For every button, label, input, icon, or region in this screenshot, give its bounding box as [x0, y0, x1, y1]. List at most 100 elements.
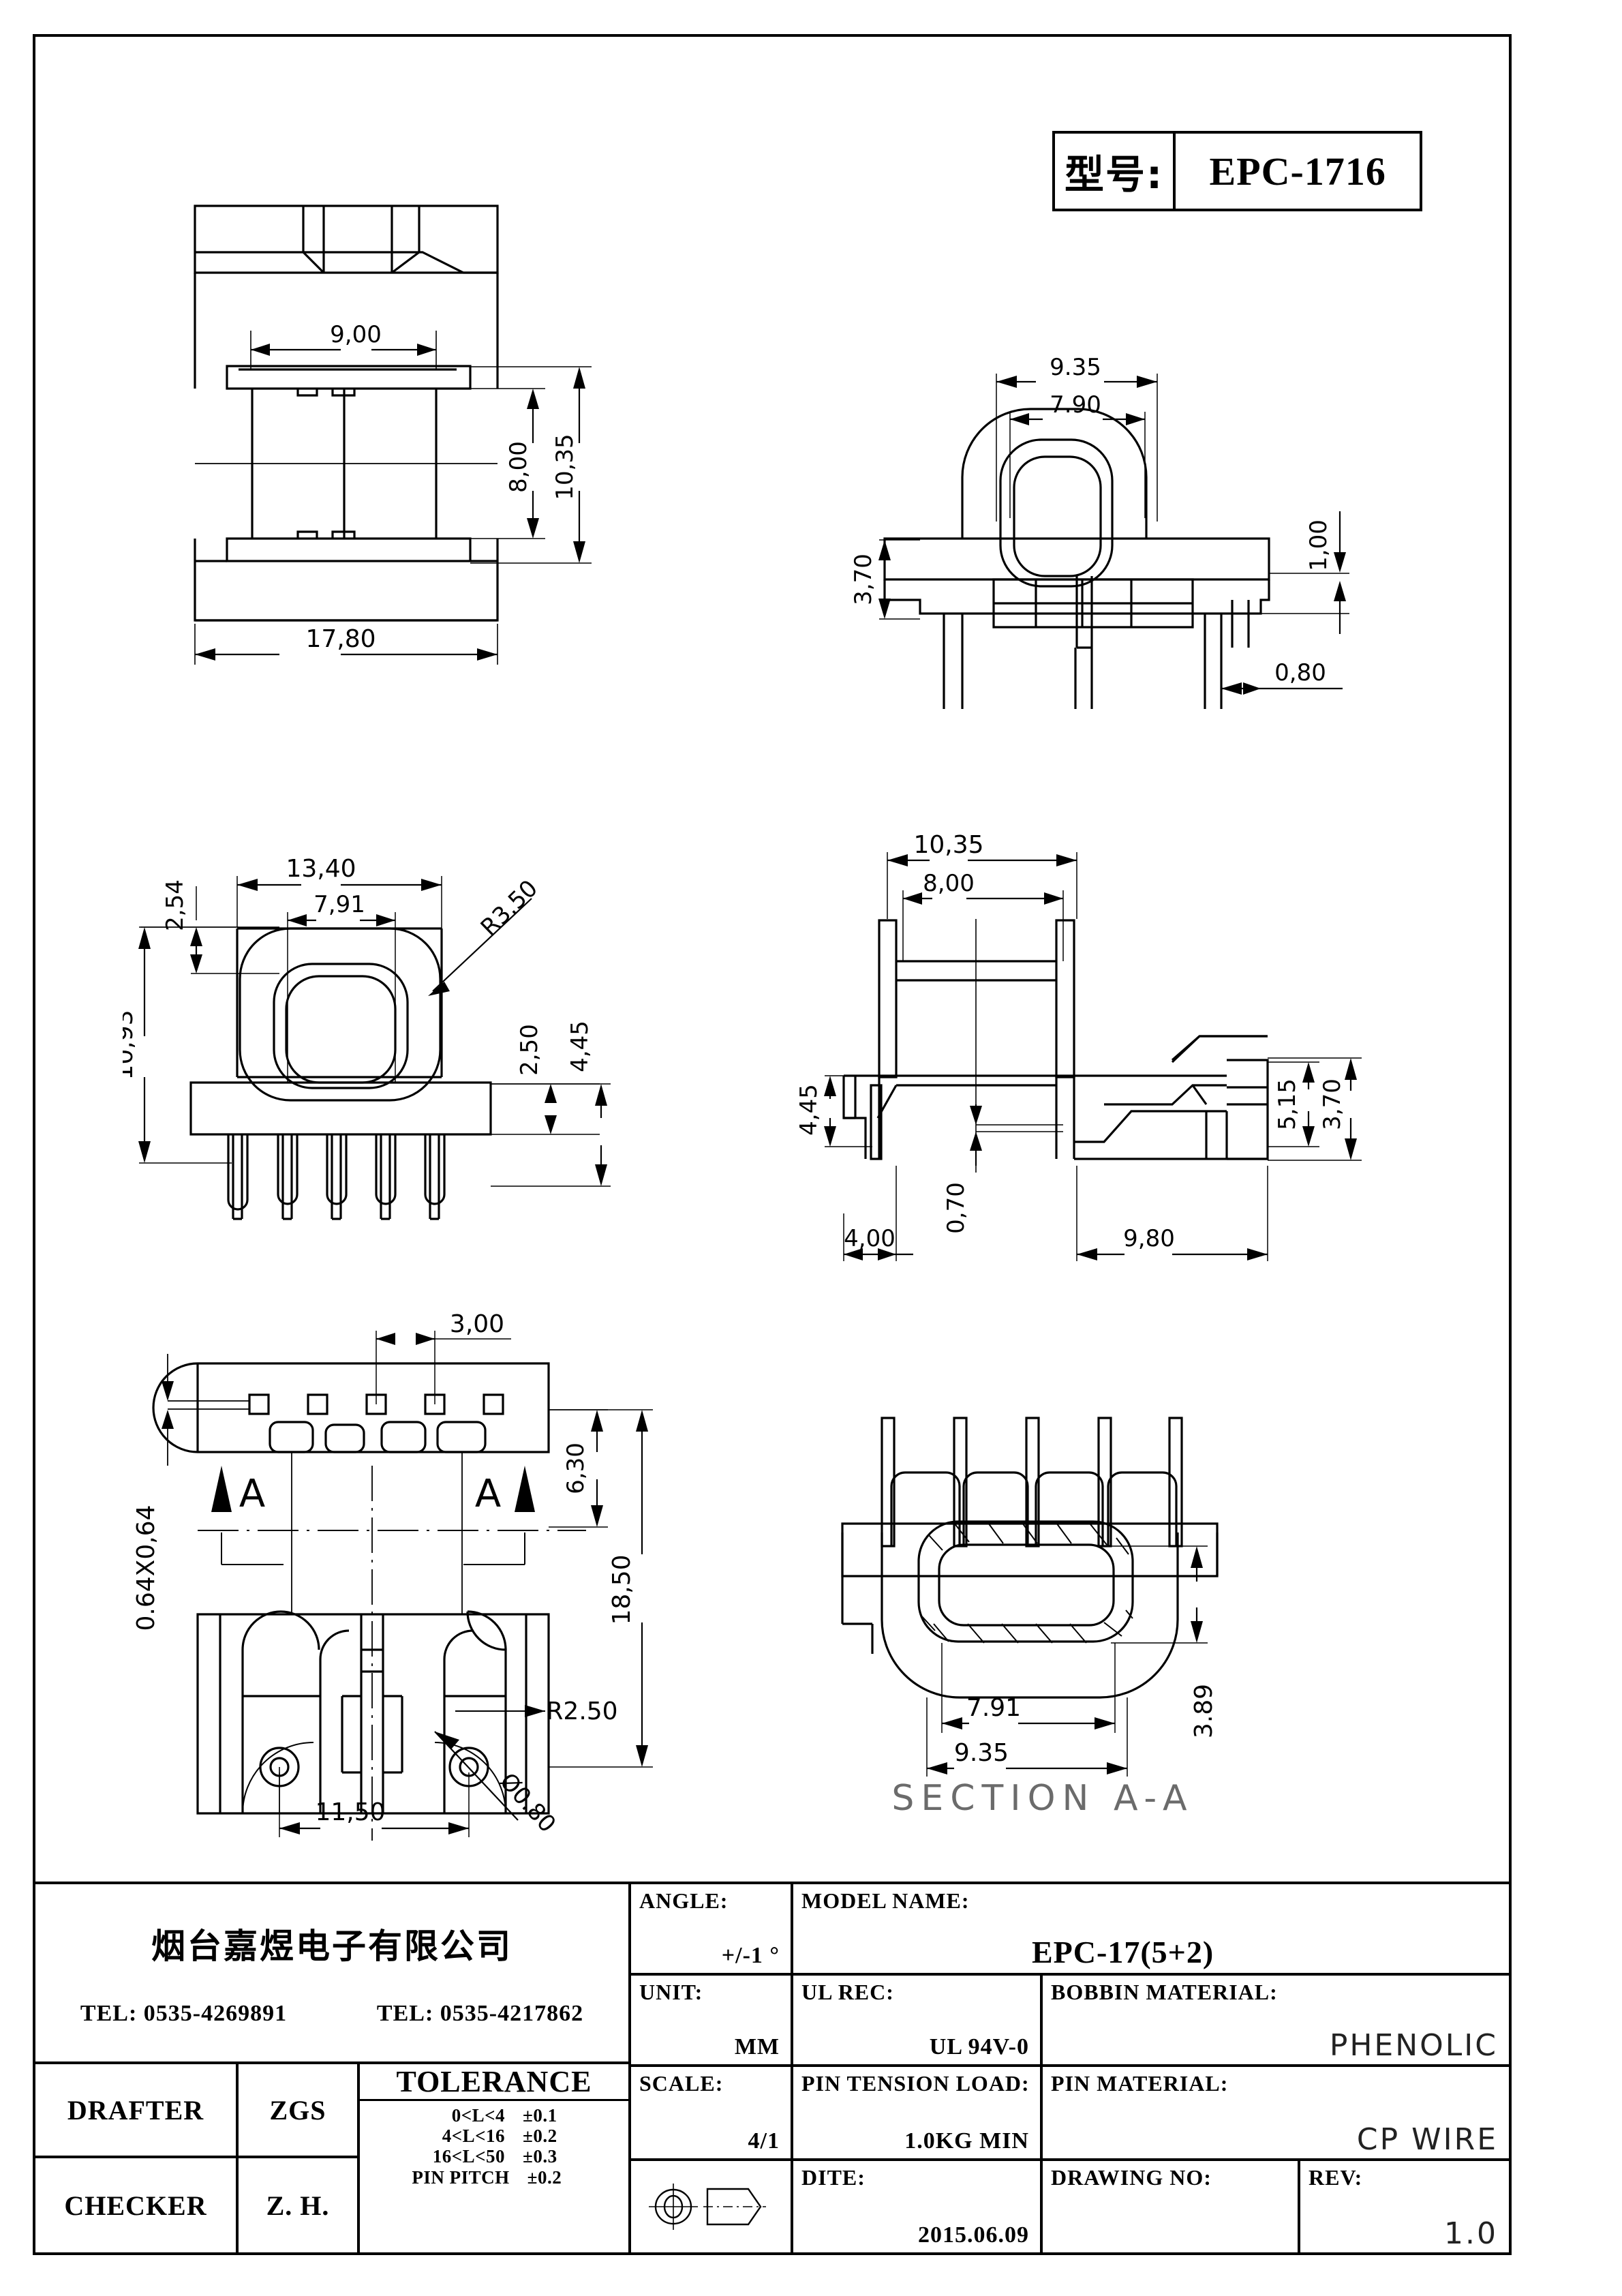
svg-text:3,00: 3,00 — [450, 1310, 504, 1338]
view-front-elevation: 9,00 8,00 10,35 17,80 — [136, 184, 668, 675]
svg-text:7,91: 7,91 — [313, 891, 365, 918]
svg-text:1,00: 1,00 — [1305, 519, 1332, 571]
model-name-label: MODEL NAME: — [801, 1888, 970, 1913]
pin-tension-cell: PIN TENSION LOAD: 1.0KG MIN — [793, 2067, 1043, 2158]
svg-text:3,70: 3,70 — [1319, 1078, 1346, 1130]
unit-value: MM — [734, 2034, 780, 2059]
ul-rec-value: UL 94V-0 — [929, 2034, 1029, 2059]
unit-label: UNIT: — [639, 1980, 703, 2004]
company-tel-1: TEL: 0535-4269891 — [80, 2001, 288, 2026]
svg-text:3,70: 3,70 — [850, 554, 877, 605]
svg-text:R3.50: R3.50 — [476, 875, 543, 941]
drafter-value: ZGS — [239, 2064, 357, 2158]
date-cell: DITE: 2015.06.09 — [793, 2161, 1043, 2252]
svg-text:8,00: 8,00 — [505, 441, 532, 493]
tolerance-value: ±0.1 — [523, 2105, 557, 2126]
view-plan-section-line: 0.64X0,64 3,00 A A — [109, 1295, 695, 1841]
view-end-elevation: 9.35 7.90 3,70 1,00 0,80 — [811, 341, 1383, 709]
svg-text:9,00: 9,00 — [330, 321, 382, 348]
svg-text:7.90: 7.90 — [1050, 391, 1101, 419]
svg-text:9,80: 9,80 — [1123, 1225, 1175, 1252]
ul-rec-label: UL REC: — [801, 1980, 894, 2004]
svg-text:8,00: 8,00 — [923, 870, 975, 897]
pin-material-label: PIN MATERIAL: — [1051, 2071, 1229, 2096]
tolerance-range: 0<L<4 — [451, 2105, 505, 2126]
svg-text:0,80: 0,80 — [1274, 659, 1326, 686]
checker-label: CHECKER — [64, 2190, 207, 2221]
model-number-label: 型号: — [1055, 134, 1176, 209]
svg-text:10,35: 10,35 — [913, 832, 983, 859]
drawing-no-label: DRAWING NO: — [1051, 2165, 1212, 2190]
angle-label: ANGLE: — [639, 1888, 729, 1913]
tolerance-range: 16<L<50 — [432, 2146, 505, 2167]
tolerance-range: PIN PITCH — [412, 2166, 510, 2188]
tolerance-title: TOLERANCE — [360, 2064, 628, 2101]
model-number-header: 型号: EPC-1716 — [1052, 131, 1423, 211]
svg-text:0.64X0,64: 0.64X0,64 — [132, 1505, 160, 1631]
svg-text:5,15: 5,15 — [1274, 1078, 1301, 1130]
tolerance-row: 0<L<4 ±0.1 — [360, 2105, 628, 2126]
tolerance-table: 0<L<4 ±0.1 4<L<16 ±0.2 16<L<50 ±0.3 PI — [360, 2101, 628, 2188]
svg-text:R2.50: R2.50 — [546, 1697, 617, 1725]
unit-cell: UNIT: MM — [631, 1976, 793, 2064]
svg-text:4,45: 4,45 — [566, 1021, 594, 1072]
view-side-section: 10,35 8,00 4,45 4,00 0,70 9,80 — [791, 832, 1404, 1295]
model-number-value: EPC-1716 — [1209, 149, 1386, 194]
svg-text:A: A — [475, 1472, 501, 1516]
svg-text:17,80: 17,80 — [305, 625, 376, 653]
view-section-a-a: 7.91 9.35 3.89 SECTION A-A — [818, 1357, 1418, 1827]
tolerance-row: 4<L<16 ±0.2 — [360, 2126, 628, 2146]
tolerance-value: ±0.3 — [523, 2146, 557, 2167]
bobbin-material-cell: BOBBIN MATERIAL: PHENOLIC — [1043, 1976, 1509, 2064]
bobbin-material-label: BOBBIN MATERIAL: — [1051, 1980, 1278, 2004]
svg-text:10,35: 10,35 — [551, 434, 579, 500]
pin-material-value: CP WIRE — [1356, 2122, 1498, 2157]
drafter-label: DRAFTER — [35, 2064, 236, 2158]
date-value: 2015.06.09 — [918, 2222, 1029, 2248]
svg-text:2,54: 2,54 — [162, 879, 189, 931]
bobbin-material-value: PHENOLIC — [1329, 2028, 1498, 2063]
scale-label: SCALE: — [639, 2071, 724, 2096]
rev-label: REV: — [1309, 2165, 1363, 2190]
ul-rec-cell: UL REC: UL 94V-0 — [793, 1976, 1043, 2064]
rev-value: 1.0 — [1444, 2216, 1498, 2251]
angle-value: +/-1 ° — [721, 1943, 780, 1968]
pin-material-cell: PIN MATERIAL: CP WIRE — [1043, 2067, 1509, 2158]
tolerance-range: 4<L<16 — [442, 2126, 505, 2147]
pin-tension-label: PIN TENSION LOAD: — [801, 2071, 1030, 2096]
svg-text:9.35: 9.35 — [954, 1739, 1009, 1767]
svg-text:9.35: 9.35 — [1050, 354, 1101, 381]
view-bobbin-end: 13,40 7,91 2,54 R3.50 10,93 2,50 — [123, 845, 682, 1302]
tolerance-value: ±0.2 — [523, 2126, 557, 2147]
company-tel-2: TEL: 0535-4217862 — [376, 2001, 584, 2026]
svg-text:0,70: 0,70 — [943, 1182, 970, 1234]
tolerance-value: ±0.2 — [527, 2166, 562, 2188]
title-block: 烟台嘉煜电子有限公司 TEL: 0535-4269891 TEL: 0535-4… — [33, 1882, 1512, 2255]
angle-cell: ANGLE: +/-1 ° — [631, 1884, 793, 1973]
scale-cell: SCALE: 4/1 — [631, 2067, 793, 2158]
model-name-value: EPC-17(5+2) — [1032, 1935, 1214, 1969]
svg-text:4,45: 4,45 — [795, 1084, 823, 1136]
drawing-no-cell: DRAWING NO: — [1043, 2161, 1300, 2252]
checker-value: Z. H. — [266, 2190, 330, 2221]
section-caption: SECTION A-A — [891, 1778, 1193, 1819]
scale-value: 4/1 — [748, 2128, 780, 2154]
model-name-cell: MODEL NAME: EPC-17(5+2) — [793, 1884, 1509, 1973]
svg-text:18,50: 18,50 — [608, 1554, 636, 1625]
pin-tension-value: 1.0KG MIN — [904, 2128, 1029, 2154]
date-label: DITE: — [801, 2165, 866, 2190]
tolerance-row: PIN PITCH ±0.2 — [360, 2167, 628, 2188]
svg-text:11,50: 11,50 — [315, 1798, 385, 1826]
svg-text:7.91: 7.91 — [966, 1694, 1021, 1722]
svg-text:A: A — [239, 1472, 265, 1516]
tolerance-row: 16<L<50 ±0.3 — [360, 2146, 628, 2166]
projection-symbol-cell — [631, 2161, 793, 2252]
svg-text:6,30: 6,30 — [562, 1442, 590, 1494]
svg-text:2,50: 2,50 — [516, 1024, 543, 1076]
company-name: 烟台嘉煜电子有限公司 — [151, 1927, 512, 1966]
svg-text:10,93: 10,93 — [123, 1010, 138, 1080]
rev-cell: REV: 1.0 — [1300, 2161, 1509, 2252]
first-angle-projection-icon — [649, 2184, 766, 2230]
svg-text:13,40: 13,40 — [286, 855, 356, 883]
svg-text:Ø0.80: Ø0.80 — [494, 1768, 561, 1838]
